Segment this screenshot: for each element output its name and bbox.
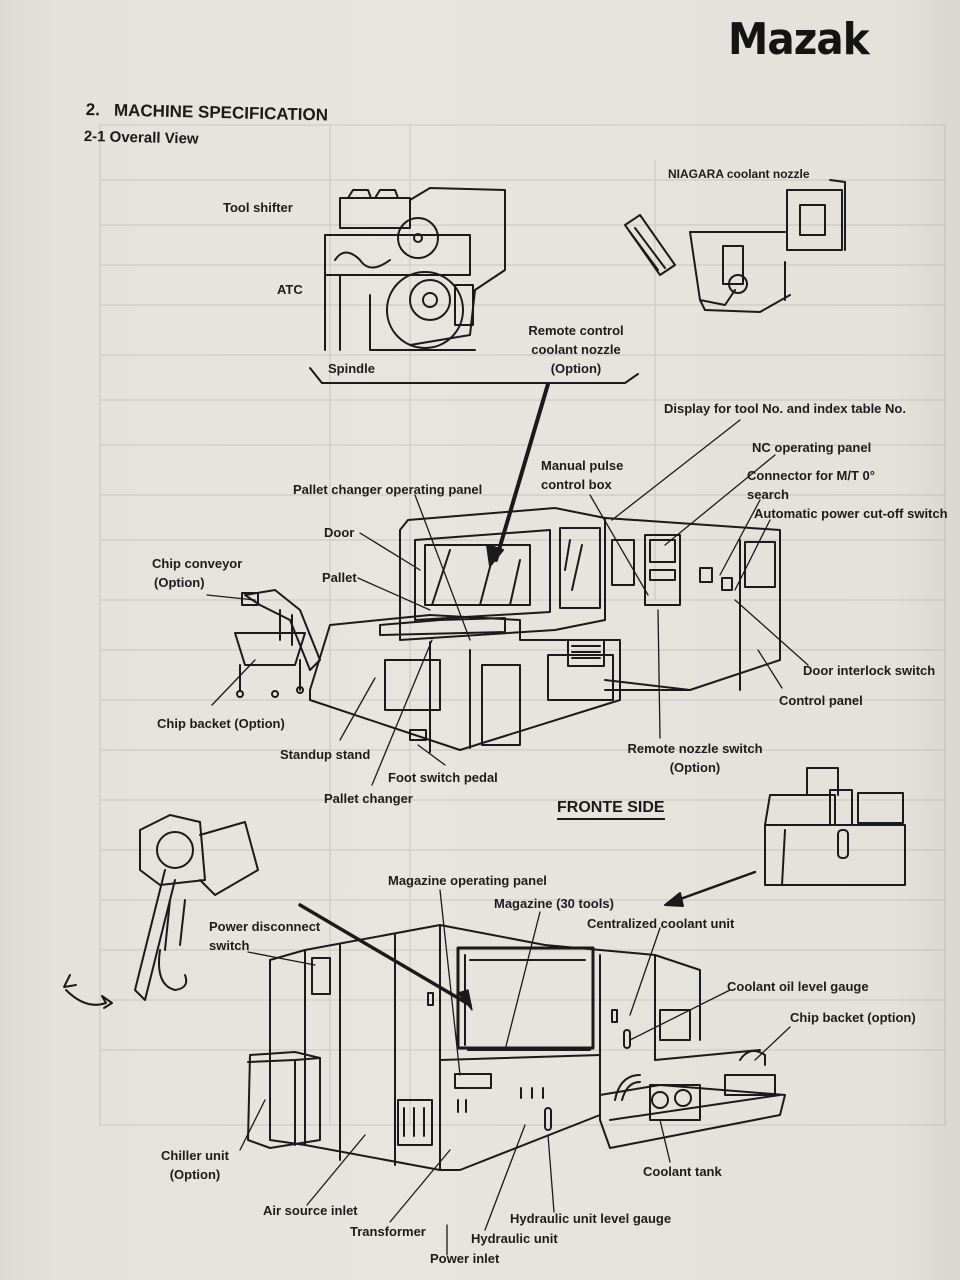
niagara-detail-drawing: [625, 180, 845, 312]
label-chip-backet-option-rear: Chip backet (option): [790, 1010, 916, 1025]
label-hydraulic-unit: Hydraulic unit: [471, 1231, 558, 1246]
label-automatic-power-cutoff: Automatic power cut-off switch: [754, 506, 948, 521]
label-pallet: Pallet: [322, 570, 357, 585]
label-door-interlock-switch: Door interlock switch: [803, 663, 936, 678]
front-view-leader-lines: [207, 420, 808, 785]
label-air-source-inlet: Air source inlet: [263, 1203, 358, 1218]
atc-spindle-detail-drawing: [325, 188, 505, 350]
label-hydraulic-unit-level-gauge: Hydraulic unit level gauge: [510, 1211, 672, 1226]
label-standup-stand: Standup stand: [280, 747, 371, 762]
label-foot-switch-pedal: Foot switch pedal: [388, 770, 498, 785]
label-niagara-coolant-nozzle: NIAGARA coolant nozzle: [668, 167, 810, 181]
label-transformer: Transformer: [350, 1224, 426, 1239]
label-remote-nozzle-switch: Remote nozzle switch (Option): [627, 741, 763, 775]
label-manual-pulse-control-box: Manual pulse control box: [541, 458, 624, 492]
label-chiller-unit: Chiller unit (Option): [161, 1148, 229, 1182]
label-coolant-tank: Coolant tank: [643, 1164, 722, 1179]
label-magazine-operating-panel: Magazine operating panel: [388, 873, 547, 888]
mazak-logo: Mazak: [728, 14, 870, 65]
label-atc: ATC: [277, 282, 303, 297]
label-control-panel: Control panel: [779, 693, 863, 708]
label-chip-backet-option: Chip backet (Option): [157, 716, 285, 731]
rear-view-leader-lines: [240, 890, 790, 1255]
label-door: Door: [324, 525, 355, 540]
label-power-disconnect-switch: Power disconnect switch: [209, 919, 321, 953]
fronte-side-caption: FRONTE SIDE: [557, 799, 665, 820]
rear-view-machine-drawing: [248, 925, 785, 1170]
label-nc-operating-panel: NC operating panel: [752, 440, 872, 455]
label-tool-shifter: Tool shifter: [223, 200, 293, 215]
label-chip-conveyor: Chip conveyor (Option): [152, 556, 243, 590]
label-pallet-changer-operating-panel: Pallet changer operating panel: [293, 482, 483, 497]
label-magazine-30-tools: Magazine (30 tools): [494, 896, 614, 911]
centralized-coolant-detail-drawing: [765, 768, 905, 885]
front-view-machine-drawing: [235, 508, 780, 752]
label-connector-mt-search: Connector for M/T 0° search: [747, 468, 875, 502]
label-remote-control-coolant-nozzle: Remote control coolant nozzle (Option): [528, 323, 624, 376]
label-spindle: Spindle: [328, 361, 375, 376]
label-display-tool-no: Display for tool No. and index table No.: [664, 401, 906, 416]
tool-changer-arm-drawing: [64, 815, 258, 1008]
label-power-inlet: Power inlet: [430, 1251, 500, 1266]
label-centralized-coolant-unit: Centralized coolant unit: [587, 916, 735, 931]
label-pallet-changer: Pallet changer: [324, 791, 413, 806]
label-coolant-oil-level-gauge: Coolant oil level gauge: [727, 979, 869, 994]
